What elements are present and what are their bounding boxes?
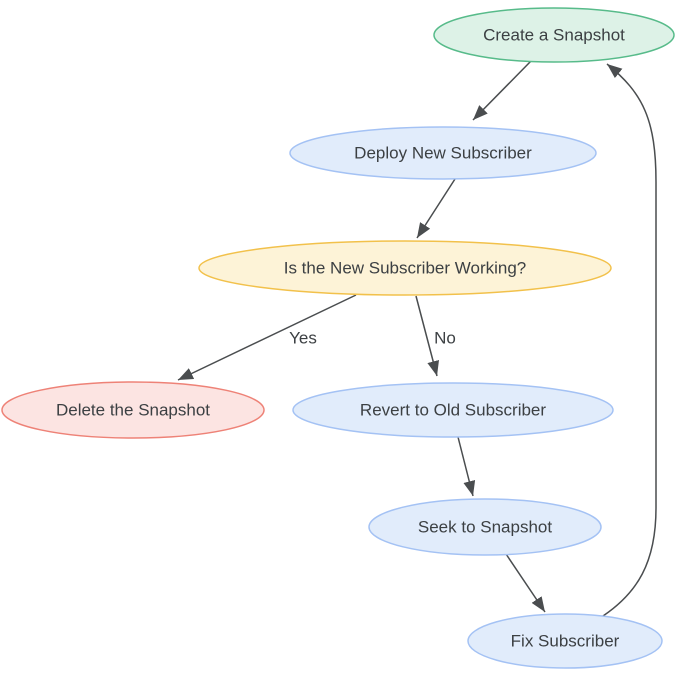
node-shape-create-snapshot [433,7,675,63]
node-shape-fix-subscriber [467,613,663,669]
node-label-delete-snapshot: Delete the Snapshot [56,401,210,420]
edge-working-no-to-revert [415,295,439,377]
node-fix-subscriber: Fix Subscriber [467,613,663,669]
node-shape-seek-to-snapshot [368,498,602,556]
node-seek-to-snapshot: Seek to Snapshot [368,498,602,556]
node-revert-old-subscriber: Revert to Old Subscriber [292,382,614,438]
edge-label-working-no-to-revert: No [434,329,456,348]
node-shape-delete-snapshot [1,381,265,439]
node-deploy-new-subscriber: Deploy New Subscriber [289,126,597,180]
node-shape-is-new-subscriber-working [198,240,612,296]
node-delete-snapshot: Delete the Snapshot [1,381,265,439]
node-label-is-new-subscriber-working: Is the New Subscriber Working? [284,259,527,278]
edge-deploy-to-working [416,178,456,239]
node-shape-revert-old-subscriber [292,382,614,438]
node-label-seek-to-snapshot: Seek to Snapshot [418,518,552,537]
edge-revert-to-seek [457,436,476,497]
node-label-deploy-new-subscriber: Deploy New Subscriber [354,144,532,163]
edge-seek-to-fix [505,553,546,613]
edge-working-yes-to-delete [177,294,357,381]
edge-create-to-deploy [472,60,532,121]
node-label-revert-old-subscriber: Revert to Old Subscriber [360,401,546,420]
node-label-create-snapshot: Create a Snapshot [483,26,625,45]
edge-fix-to-create [602,63,657,617]
node-shape-deploy-new-subscriber [289,126,597,180]
node-label-fix-subscriber: Fix Subscriber [511,632,620,651]
node-is-new-subscriber-working: Is the New Subscriber Working? [198,240,612,296]
node-create-snapshot: Create a Snapshot [433,7,675,63]
edge-label-working-yes-to-delete: Yes [289,329,317,348]
